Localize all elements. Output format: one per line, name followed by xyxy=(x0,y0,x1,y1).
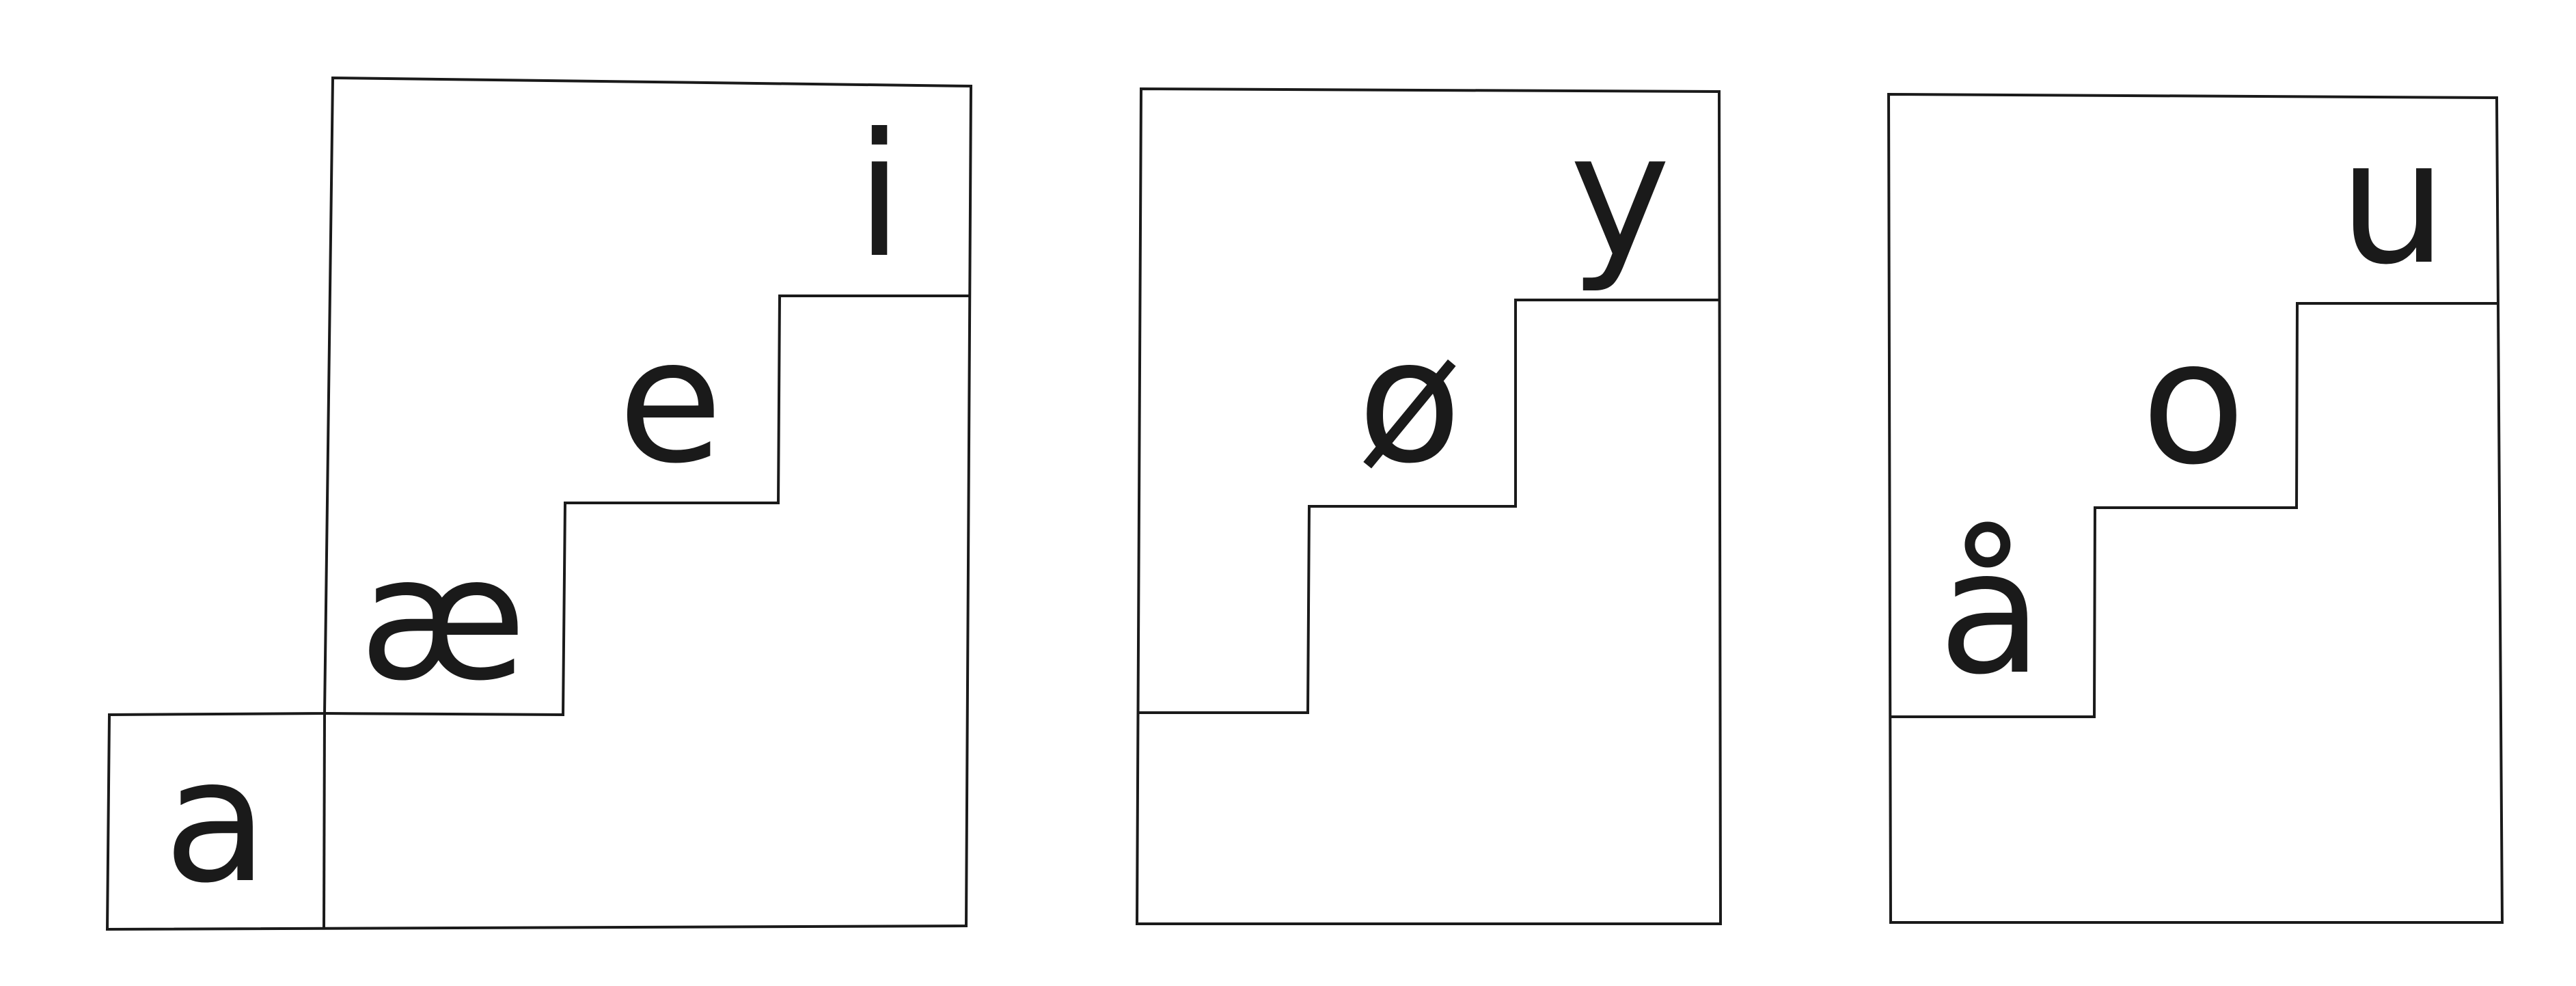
panel-back-rounded-outline xyxy=(1887,92,2504,924)
vowel-o: o xyxy=(2141,303,2246,502)
panel-front-unrounded-staircase xyxy=(324,295,971,717)
panel-front-rounded-staircase xyxy=(1139,299,1719,714)
vowel-y: y xyxy=(1570,96,1671,295)
vowel-i: i xyxy=(855,96,903,295)
panel-front-unrounded-divider xyxy=(323,713,326,929)
vowel-a-ring: å xyxy=(1938,513,2042,712)
panel-front-rounded-outline xyxy=(1135,87,1723,925)
vowel-e: e xyxy=(618,302,723,501)
vowel-o-slash: ø xyxy=(1358,302,1462,501)
vowel-u: u xyxy=(2339,103,2447,302)
panel-front-unrounded: a æ e i xyxy=(105,76,973,931)
vowel-ae: æ xyxy=(359,519,526,718)
panel-front-rounded: ø y xyxy=(1135,87,1723,925)
vowel-a: a xyxy=(163,722,268,920)
panel-back-rounded-staircase xyxy=(1890,302,2498,718)
panel-back-rounded: å o u xyxy=(1887,92,2504,924)
